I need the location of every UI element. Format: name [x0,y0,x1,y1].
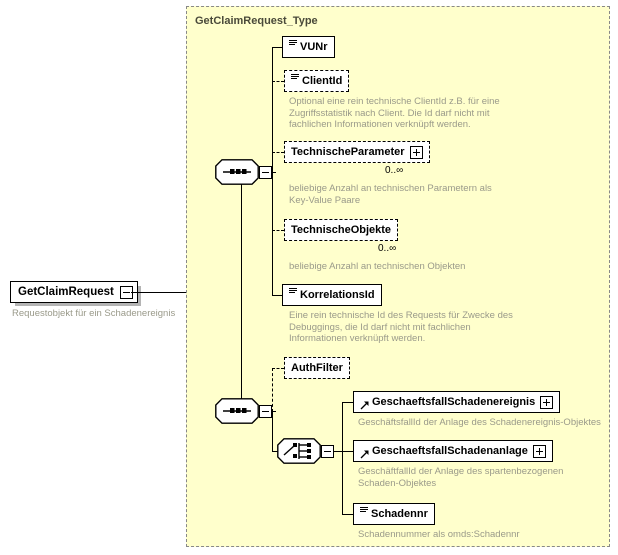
connector-branch-gfsa [342,451,353,452]
element-ref-icon [360,401,369,410]
simple-type-icon [289,288,297,295]
simple-type-icon [360,507,368,514]
connector-branch-gfse [342,402,353,403]
node-geschaeftsfallschadenereignis-doc: GeschäftsfallId der Anlage des Schadener… [358,417,601,428]
expand-plus-icon[interactable] [540,395,554,409]
node-technischeparameter[interactable]: TechnischeParameter [284,141,433,166]
node-authfilter-label: AuthFilter [291,361,343,374]
connector-branch-technischeparameter [272,152,284,153]
connector-bottom-children-spine-dashed [272,368,273,412]
root-element-label: GetClaimRequest [18,286,114,298]
sequence-bottom-minus-icon[interactable] [259,405,272,418]
node-technischeparameter-doc: beliebige Anzahl an technischen Paramete… [289,183,492,206]
occurrence-technischeobjekte: 0..∞ [378,243,397,254]
node-schadennr[interactable]: Schadennr [353,503,438,528]
sequence-top-minus-icon[interactable] [259,166,272,179]
connector-branch-clientid [272,81,284,82]
node-schadennr-label: Schadennr [371,507,428,520]
root-element-getclaimrequest[interactable]: GetClaimRequest [10,281,141,306]
simple-type-icon [291,74,299,81]
sequence-compositor-bottom[interactable] [215,398,272,428]
node-geschaeftsfallschadenanlage-label: GeschaeftsfallSchadenanlage [372,444,528,457]
node-vunr-label: VUNr [300,40,328,53]
node-technischeparameter-label: TechnischeParameter [291,145,405,158]
connector-branch-vunr [272,47,282,48]
node-clientid-label: ClientId [302,74,343,87]
node-korrelationsid-doc: Eine rein technische Id des Requests für… [289,310,513,344]
sequence-icon [215,398,259,424]
choice-icon [277,438,321,464]
node-geschaeftsfallschadenereignis-label: GeschaeftsfallSchadenereignis [372,395,536,408]
occurrence-technischeparameter: 0..∞ [385,165,404,176]
choice-compositor[interactable] [277,438,334,468]
sequence-compositor-top[interactable] [215,159,272,189]
node-authfilter[interactable]: AuthFilter [284,357,353,382]
complextype-title: GetClaimRequest_Type [195,15,318,27]
connector-top-children-spine [272,47,273,295]
connector-choice-out [334,451,342,452]
root-element-doc: Requestobjekt für ein Schadenereignis [12,308,176,319]
connector-branch-authfilter [272,368,284,369]
simple-type-icon [289,40,297,47]
node-schadennr-doc: Schadennummer als omds:Schadennr [358,529,520,540]
connector-branch-schadennr [342,514,353,515]
element-ref-icon [360,450,369,459]
node-geschaeftsfallschadenanlage[interactable]: GeschaeftsfallSchadenanlage [353,440,556,465]
connector-branch-technischeobjekte [272,230,284,231]
connector-spine-main [241,172,242,412]
node-geschaeftsfallschadenanlage-doc: GeschäftfallId der Anlage des spartenbez… [358,466,564,489]
node-technischeobjekte-doc: beliebige Anzahl an technischen Objekten [289,261,466,272]
connector-seq-top-out [272,172,276,173]
node-clientid-doc: Optional eine rein technische ClientId z… [289,96,500,130]
node-geschaeftsfallschadenereignis[interactable]: GeschaeftsfallSchadenereignis [353,391,564,416]
expand-plus-icon[interactable] [409,145,423,159]
node-korrelationsid-label: KorrelationsId [300,288,375,301]
sequence-icon [215,159,259,185]
node-korrelationsid[interactable]: KorrelationsId [282,284,385,309]
node-clientid[interactable]: ClientId [284,70,353,95]
node-technischeobjekte-label: TechnischeObjekte [291,223,392,236]
connector-seq-bottom-out [272,411,276,412]
connector-branch-choice [272,451,278,452]
node-technischeobjekte[interactable]: TechnischeObjekte [284,219,402,244]
connector-bottom-children-spine [272,411,273,451]
connector-choice-children-spine [342,402,343,514]
expand-plus-icon[interactable] [532,444,546,458]
node-vunr[interactable]: VUNr [282,36,338,61]
connector-branch-korrelationsid [272,295,282,296]
choice-minus-icon[interactable] [321,445,334,458]
